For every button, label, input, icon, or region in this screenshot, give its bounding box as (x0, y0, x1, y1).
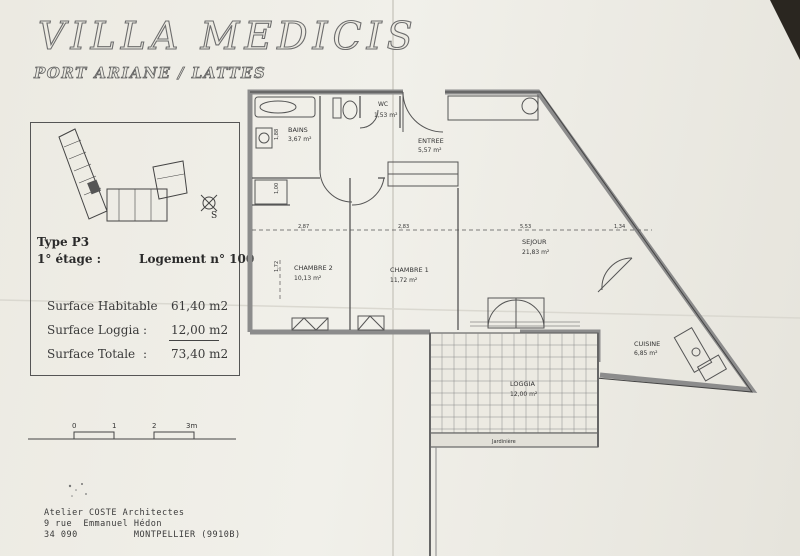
room-chambre2-area: 10,13 m² (294, 275, 322, 282)
scale-tick-0: 0 (72, 422, 76, 430)
room-bains-area: 3,67 m² (288, 136, 312, 143)
dim-chambre2-width: 2,87 (298, 224, 309, 230)
compass-icon (202, 196, 216, 210)
room-entree-area: 5,57 m² (418, 147, 442, 154)
jardiniere-label: Jardinière (491, 438, 516, 445)
room-bains-name: BAINS (288, 126, 308, 134)
room-sejour-name: SEJOUR (522, 238, 547, 246)
compass-label: S (211, 211, 218, 221)
surface-habitable-sep: : (143, 299, 148, 313)
apartment-type: Type P3 (37, 235, 90, 249)
room-entree-name: ENTREE (418, 137, 444, 145)
door-swings (319, 91, 633, 293)
dim-chambre1-width: 2,83 (398, 224, 409, 230)
dimension-lines (252, 229, 652, 300)
surface-totale-sep: : (143, 347, 148, 361)
dim-chambre2-height: 1,72 (274, 261, 280, 272)
dim-sejour-width: 5,53 (520, 224, 531, 230)
room-cuisine-area: 6,85 m² (634, 350, 658, 357)
room-loggia-area: 12,00 m² (510, 391, 538, 398)
room-chambre1-area: 11,72 m² (390, 277, 418, 284)
interior-walls (252, 96, 459, 330)
windows (291, 297, 545, 331)
architect-street: 9 rue Emmanuel Hédon (44, 519, 162, 529)
floor-level: 1° étage : (37, 252, 102, 266)
room-wc-name: WC (378, 101, 388, 108)
surface-totale-value: 73,40 m2 (171, 347, 229, 361)
dim-placard-height: 1,00 (274, 183, 280, 194)
scale-tick-1: 1 (112, 422, 116, 430)
logement-number: Logement n° 100 (139, 252, 255, 266)
surface-habitable-value: 61,40 m2 (171, 299, 229, 313)
sum-rule (169, 340, 219, 341)
surface-loggia-label: Surface Loggia (47, 323, 140, 337)
scale-bar: 0 1 2 3m (28, 422, 236, 440)
scale-tick-2: 2 (152, 422, 156, 430)
room-sejour-area: 21,83 m² (522, 249, 550, 256)
project-subtitle: PORT ARIANE / LATTES (34, 64, 267, 83)
info-panel: S Type P3 1° étage : Logement n° 100 Sur… (30, 122, 254, 376)
room-chambre1-name: CHAMBRE 1 (390, 266, 429, 274)
project-title: VILLA MEDICIS (37, 13, 418, 58)
architect-name: Atelier COSTE Architectes (44, 508, 185, 518)
site-location-map (58, 128, 218, 222)
surface-loggia-value: 12,00 m2 (171, 323, 229, 337)
architect-city: 34 090 MONTPELLIER (9910B) (44, 530, 241, 540)
room-wc-area: 1,53 m² (374, 112, 398, 119)
surface-totale-label: Surface Totale (47, 347, 136, 361)
room-chambre2-name: CHAMBRE 2 (294, 264, 333, 272)
surface-habitable-label: Surface Habitable (47, 299, 158, 313)
scale-tick-3: 3m (186, 422, 197, 430)
dim-bains-height: 1,88 (274, 129, 280, 140)
room-loggia-name: LOGGIA (510, 380, 535, 388)
wall-outlines (250, 91, 754, 393)
surface-loggia-sep: : (143, 323, 148, 337)
smudge-marks (68, 483, 87, 497)
dim-sejour-extra: 1,34 (614, 224, 625, 230)
room-cuisine-name: CUISINE (634, 340, 660, 348)
fixtures (254, 95, 728, 382)
